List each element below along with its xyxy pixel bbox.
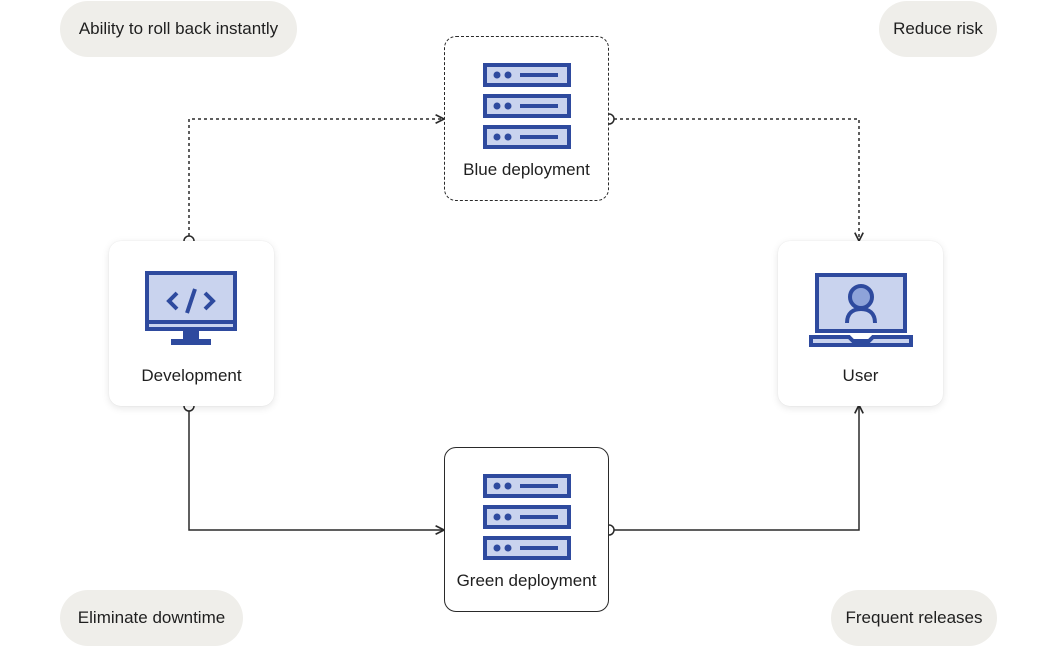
connector-blue-to-user [614,118,859,241]
connector-green-to-user [614,405,859,531]
node-user: User [778,241,943,406]
benefit-eliminate-downtime: Eliminate downtime [60,590,243,646]
connector-development-to-blue [188,119,444,236]
user-laptop-icon [809,273,913,347]
benefit-rollback: Ability to roll back instantly [60,1,297,57]
code-monitor-icon [145,271,237,345]
benefit-reduce-risk: Reduce risk [879,1,997,57]
node-blue-deployment: Blue deployment [444,36,609,201]
node-green-deployment: Green deployment [444,447,609,612]
server-stack-icon [483,63,571,149]
node-development: Development [109,241,274,406]
node-label: Blue deployment [463,160,590,179]
benefit-frequent-releases: Frequent releases [831,590,997,646]
node-label: User [842,366,879,385]
node-label: Green deployment [456,571,597,590]
server-stack-icon [483,474,571,560]
node-label: Development [141,366,242,385]
connector-development-to-green [188,411,444,530]
